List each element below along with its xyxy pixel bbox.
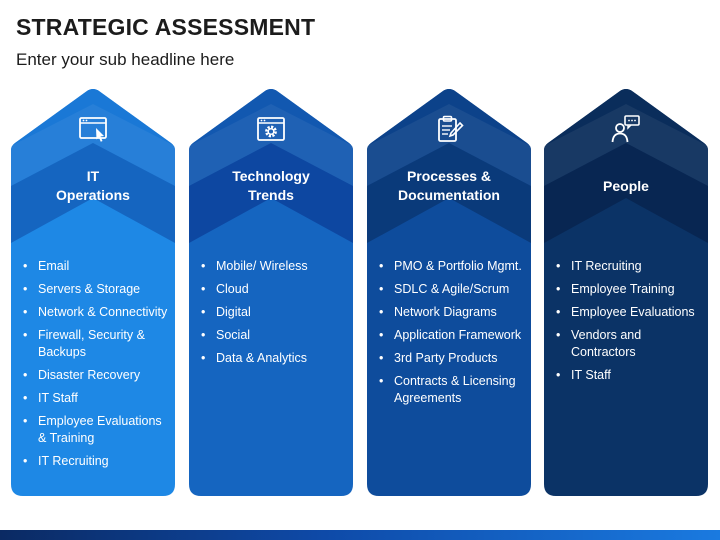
bottom-accent-bar (0, 530, 720, 540)
column-technology-trends: TechnologyTrendsMobile/ WirelessCloudDig… (189, 88, 353, 496)
list-item: Network Diagrams (377, 304, 527, 321)
list-item: Network & Connectivity (21, 304, 171, 321)
list-item: SDLC & Agile/Scrum (377, 281, 527, 298)
list-item: Contracts & Licensing Agreements (377, 373, 527, 407)
list-item: Mobile/ Wireless (199, 258, 349, 275)
list-item: PMO & Portfolio Mgmt. (377, 258, 527, 275)
person-speech-icon (610, 113, 642, 145)
column-title: Processes & Documentation (367, 166, 531, 206)
bullet-list: PMO & Portfolio Mgmt. SDLC & Agile/ScrumN… (377, 258, 527, 413)
list-item: Employee Training (554, 281, 704, 298)
list-item: Disaster Recovery (21, 367, 171, 384)
list-item: 3rd Party Products (377, 350, 527, 367)
page-subtitle: Enter your sub headline here (16, 50, 235, 69)
list-item: Servers & Storage (21, 281, 171, 298)
list-item: IT Staff (554, 367, 704, 384)
column-it-operations: IT OperationsEmailServers & StorageNetwor… (11, 88, 175, 496)
browser-cursor-icon (77, 113, 109, 145)
list-item: Employee Evaluations (554, 304, 704, 321)
bullet-list: EmailServers & StorageNetwork & Connecti… (21, 258, 171, 476)
column-people: People IT RecruitingEmployee TrainingEmpl… (544, 88, 708, 496)
list-item: Firewall, Security & Backups (21, 327, 171, 361)
column-title-line: People (603, 177, 649, 194)
clipboard-pencil-icon (433, 113, 465, 145)
column-title-line: Trends (248, 187, 294, 203)
bullet-list: IT RecruitingEmployee TrainingEmployee E… (554, 258, 704, 390)
column-title-line: Processes & (406, 168, 492, 184)
list-item: IT Recruiting (21, 453, 171, 470)
column-title-line: Operations (56, 187, 130, 203)
browser-gear-icon (255, 113, 287, 145)
bullet-list: Mobile/ WirelessCloudDigitalSocialData &… (199, 258, 349, 373)
list-item: Email (21, 258, 171, 275)
list-item: Data & Analytics (199, 350, 349, 367)
list-item: Social (199, 327, 349, 344)
list-item: Application Framework (377, 327, 527, 344)
page-title: STRATEGIC ASSESSMENT (16, 14, 316, 40)
column-processes-documentation: Processes & DocumentationPMO & Portfolio … (367, 88, 531, 496)
list-item: Vendors and Contractors (554, 327, 704, 361)
column-title-line: IT (86, 168, 100, 184)
column-title-line: Technology (232, 168, 310, 184)
list-item: IT Staff (21, 390, 171, 407)
column-title: IT Operations (11, 166, 175, 206)
column-title-line: Documentation (398, 187, 500, 203)
list-item: Cloud (199, 281, 349, 298)
list-item: IT Recruiting (554, 258, 704, 275)
list-item: Employee Evaluations & Training (21, 413, 171, 447)
list-item: Digital (199, 304, 349, 321)
column-title: People (544, 166, 708, 206)
